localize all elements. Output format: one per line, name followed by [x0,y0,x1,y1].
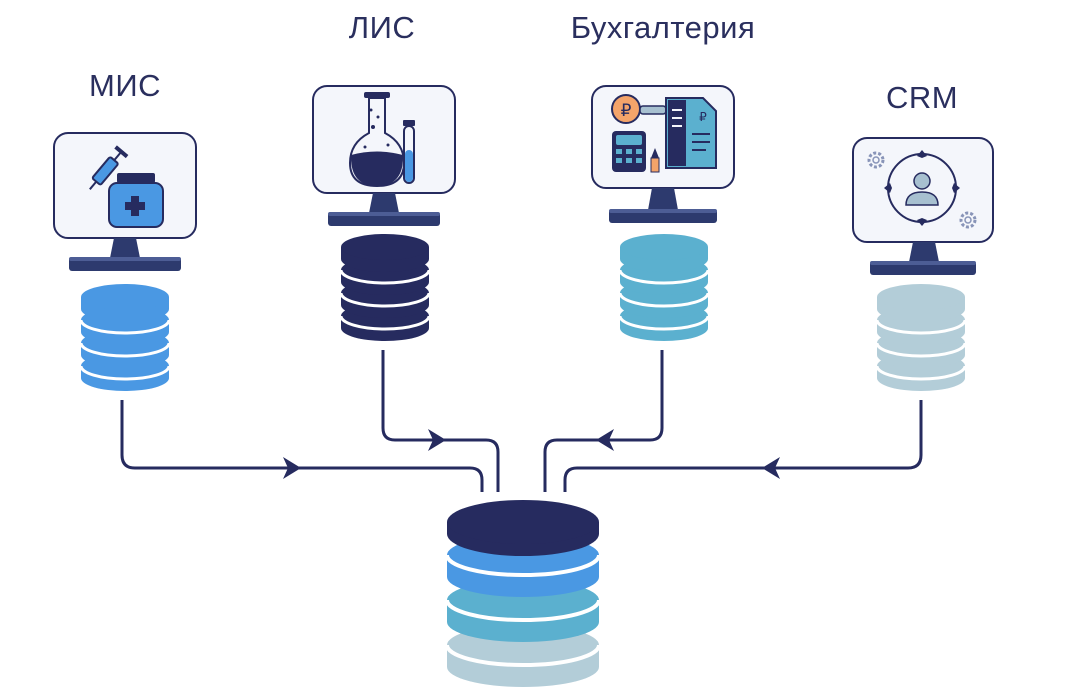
connectors [120,350,923,492]
database-accounting [618,234,710,341]
monitor-lis [312,85,456,226]
connector-crm [563,400,923,492]
system-label-mis: МИС [89,68,161,103]
database-lis [339,234,431,341]
system-label-crm: CRM [885,80,959,115]
monitor-mis [53,132,197,271]
database-disk [877,284,965,322]
crm-user-cycle-icon [867,150,977,229]
arrowhead-mis [283,457,301,479]
arrowheads [283,429,780,479]
database-disk [620,234,708,272]
database-disk [81,284,169,322]
lab-flask-icon [348,92,415,188]
system-label-lis: ЛИС [348,10,416,45]
arrowhead-accounting [596,429,614,451]
connector-mis [120,400,484,492]
ruble-symbol-doc: ₽ [699,110,707,124]
database-mis [79,284,171,391]
syringe-bottle-icon [89,145,164,228]
arrowhead-lis [428,429,446,451]
monitor-accounting: ₽ ₽ [591,85,735,223]
monitor-crm [852,137,994,275]
gear-icon [867,151,885,169]
gear-icon-2 [959,211,977,229]
database-stacks [79,234,967,687]
database-disk [341,234,429,272]
connector-accounting [543,350,664,492]
database-crm [875,284,967,391]
arrowhead-crm [762,457,780,479]
ruble-symbol: ₽ [621,101,632,121]
system-label-accounting: Бухгалтерия [570,10,756,45]
accounting-icon: ₽ ₽ [611,94,717,173]
central-database-lid [447,500,599,556]
central-database [445,500,601,687]
